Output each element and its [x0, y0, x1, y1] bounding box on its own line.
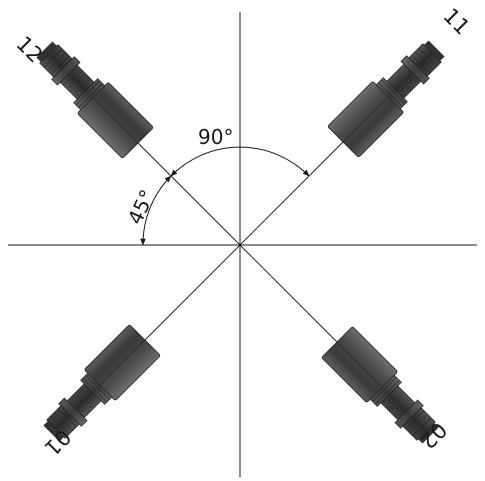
angle-arc-45: [140, 175, 172, 246]
ray-upper-left: [137, 142, 241, 246]
ray-lower-left: [144, 244, 241, 341]
angle-arc-90: [170, 146, 310, 177]
sensor-label-11: 11: [438, 4, 474, 40]
angle-label-90: 90°: [198, 125, 233, 149]
sensor-12: [28, 33, 154, 159]
ray-upper-right: [239, 141, 344, 246]
angle-label-45: 45°: [123, 186, 160, 228]
sensor-11: [327, 32, 453, 158]
ray-lower-right: [239, 244, 338, 343]
